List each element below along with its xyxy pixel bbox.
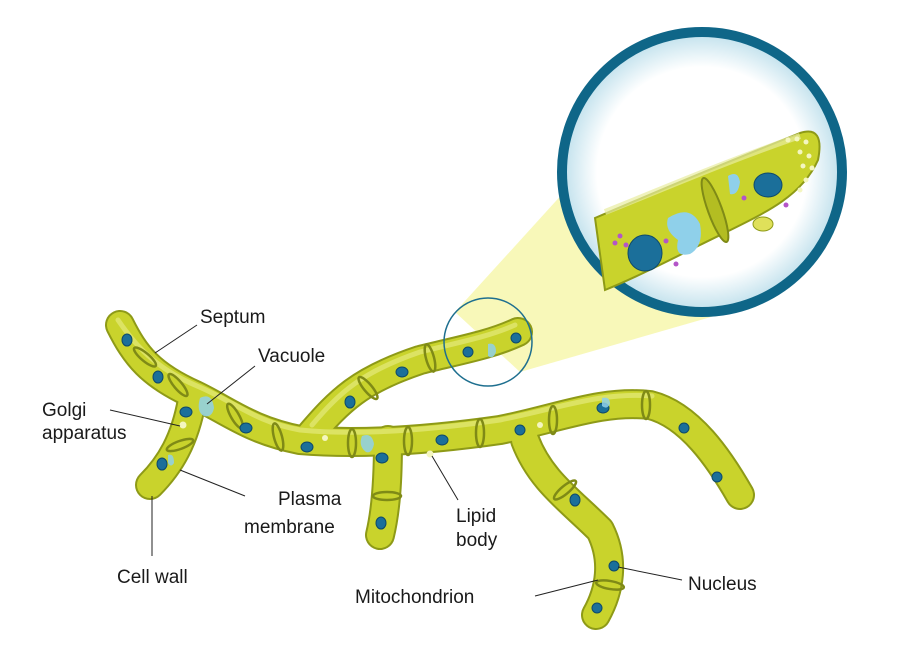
label-mitochondrion: Mitochondrion bbox=[355, 587, 474, 608]
label-lipid-line1: Lipid bbox=[456, 506, 496, 527]
magnified-view bbox=[557, 27, 847, 317]
label-nucleus: Nucleus bbox=[688, 574, 757, 595]
organelles bbox=[121, 332, 723, 614]
label-cell-wall: Cell wall bbox=[117, 567, 188, 588]
label-lipid-line2: body bbox=[456, 530, 498, 551]
leader-lines bbox=[109, 324, 683, 597]
septa bbox=[132, 343, 652, 591]
label-golgi-line1: Golgi bbox=[42, 400, 86, 421]
label-plasma-line1: Plasma bbox=[278, 489, 342, 510]
label-vacuole: Vacuole bbox=[258, 346, 325, 367]
label-plasma-line2: membrane bbox=[244, 517, 335, 538]
magnifier-small-circle bbox=[443, 297, 533, 387]
label-septum: Septum bbox=[200, 307, 265, 328]
label-golgi-line2: apparatus bbox=[42, 423, 127, 444]
